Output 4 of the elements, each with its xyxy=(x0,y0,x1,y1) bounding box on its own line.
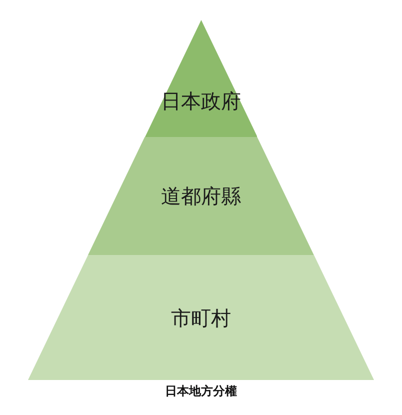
tier-label: 道都府縣 xyxy=(160,184,241,208)
tier-label: 日本政府 xyxy=(160,88,241,113)
tier-label: 市町村 xyxy=(171,306,231,330)
caption: 日本地方分權 xyxy=(165,383,237,400)
